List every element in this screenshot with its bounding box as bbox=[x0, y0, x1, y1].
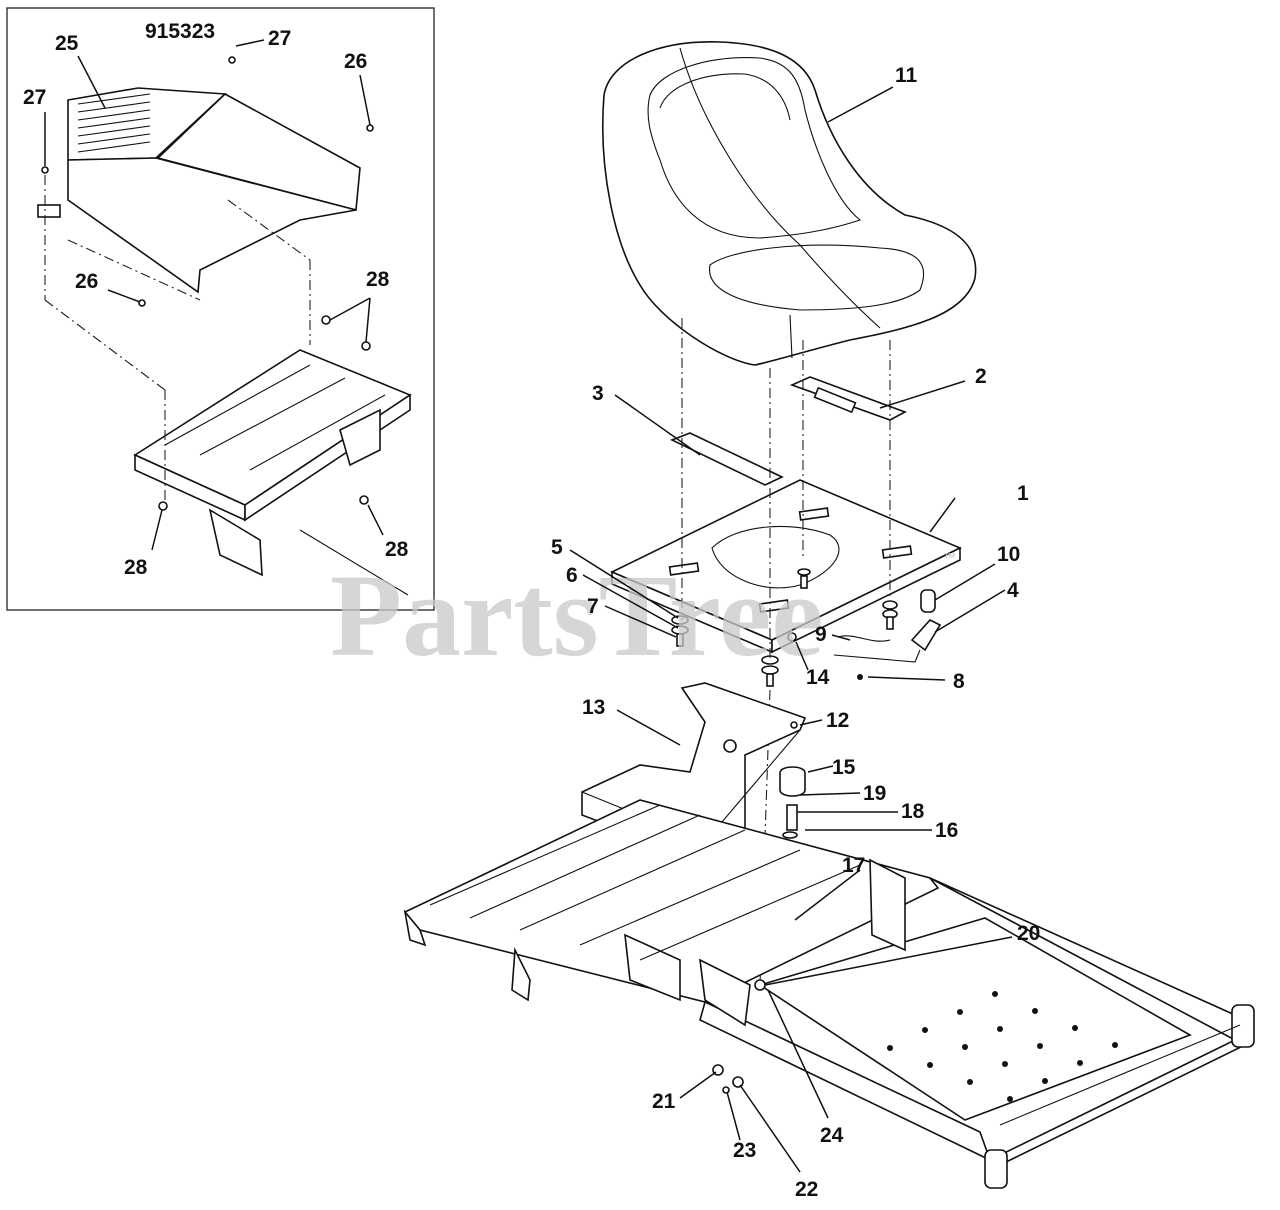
watermark-text: PartsTree bbox=[330, 550, 824, 681]
callout-8: 8 bbox=[953, 670, 965, 693]
callout-7: 7 bbox=[587, 595, 599, 618]
inset-frame bbox=[133, 349, 412, 596]
callout-23: 23 bbox=[733, 1139, 756, 1162]
callout-2: 2 bbox=[975, 365, 987, 388]
callout-22: 22 bbox=[795, 1178, 818, 1201]
watermark-trademark: ™ bbox=[943, 550, 956, 565]
callout-18: 18 bbox=[901, 800, 925, 823]
seat-hardware bbox=[671, 568, 942, 687]
callout-3: 3 bbox=[592, 382, 604, 405]
callout-6: 6 bbox=[566, 564, 578, 587]
callout-12: 12 bbox=[826, 709, 849, 732]
callout-28-bottom-right: 28 bbox=[385, 538, 409, 561]
inset-title: 915323 bbox=[145, 20, 215, 43]
callout-labels: 1 2 3 4 5 6 7 8 9 10 11 12 13 14 15 16 1… bbox=[23, 27, 1040, 1201]
callout-15: 15 bbox=[832, 756, 856, 779]
callout-26-top: 26 bbox=[344, 50, 367, 73]
callout-27-top: 27 bbox=[268, 27, 291, 50]
callout-28-bottom-left: 28 bbox=[124, 556, 148, 579]
callout-24: 24 bbox=[820, 1124, 844, 1147]
callout-26-bottom: 26 bbox=[75, 270, 98, 293]
callout-21: 21 bbox=[652, 1090, 676, 1113]
callout-1: 1 bbox=[1017, 482, 1029, 505]
callout-17: 17 bbox=[842, 854, 865, 877]
callout-4: 4 bbox=[1007, 579, 1019, 602]
callout-28-right: 28 bbox=[366, 268, 390, 291]
callout-9: 9 bbox=[815, 623, 827, 646]
seat bbox=[601, 41, 977, 366]
callout-19: 19 bbox=[863, 782, 886, 805]
callout-14: 14 bbox=[806, 666, 830, 689]
callout-20: 20 bbox=[1017, 922, 1040, 945]
seat-pan bbox=[610, 479, 962, 654]
callout-10: 10 bbox=[997, 543, 1020, 566]
seat-pan-cover bbox=[37, 87, 361, 294]
callout-27-left: 27 bbox=[23, 86, 46, 109]
callout-16: 16 bbox=[935, 819, 958, 842]
floor-pan-holes bbox=[887, 991, 1118, 1102]
tractor-frame bbox=[403, 799, 1255, 1189]
callout-11: 11 bbox=[895, 64, 918, 87]
callout-13: 13 bbox=[582, 696, 605, 719]
inset-panel: 915323 bbox=[6, 7, 435, 611]
callout-25: 25 bbox=[55, 32, 79, 55]
callout-5: 5 bbox=[551, 536, 563, 559]
leader-lines bbox=[44, 39, 1013, 1173]
seat-bracket-2 bbox=[789, 376, 907, 421]
seat-bracket-3 bbox=[669, 432, 784, 486]
